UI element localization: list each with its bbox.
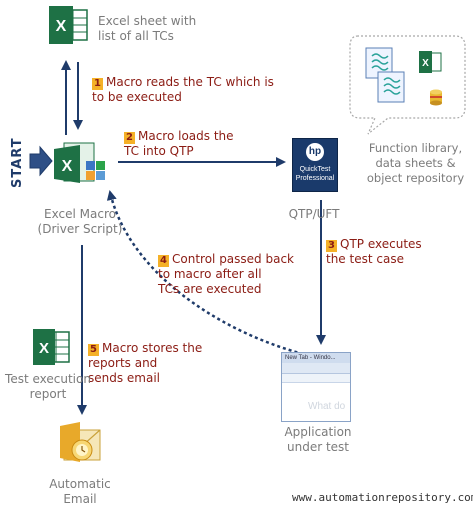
step-3-badge: 3 <box>326 240 337 252</box>
database-icon <box>430 89 442 106</box>
application-label: Application under test <box>284 425 352 454</box>
qtp-icon: hp QuickTest Professional <box>292 138 338 192</box>
excel-icon: X <box>49 6 88 44</box>
step-1-badge: 1 <box>92 78 103 90</box>
step-5-badge: 5 <box>88 344 99 356</box>
step-4-badge: 4 <box>158 255 169 267</box>
script-doc-icon <box>365 47 405 103</box>
svg-text:X: X <box>62 158 73 175</box>
app-watermark-text: What do <box>308 401 346 412</box>
app-window-icon: New Tab - Windo... What do <box>281 352 351 422</box>
svg-text:X: X <box>39 340 49 357</box>
footer-url: www.automationrepository.com <box>292 491 473 504</box>
app-window-title-bar: New Tab - Windo... <box>282 353 350 363</box>
excel-sheet-label: Excel sheet with list of all TCs <box>98 14 197 43</box>
step-2-badge: 2 <box>124 132 135 144</box>
email-icon <box>60 422 101 462</box>
excel-macro-label: Excel Macro (Driver Script) <box>37 207 123 236</box>
hp-logo-icon: hp <box>306 143 324 161</box>
excel-macro-icon: X <box>54 142 105 183</box>
start-label: START <box>10 137 25 188</box>
svg-text:X: X <box>422 58 429 69</box>
svg-text:X: X <box>56 18 67 35</box>
start-arrow-icon <box>29 145 53 177</box>
excel-small-icon: X <box>419 51 442 73</box>
email-label: Automatic Email <box>49 477 111 506</box>
function-library-label: Function library, data sheets & object r… <box>366 141 465 185</box>
qtp-label: QTP/UFT <box>288 207 340 221</box>
test-report-label: Test execution report <box>5 372 91 401</box>
excel-report-icon: X <box>33 329 70 365</box>
